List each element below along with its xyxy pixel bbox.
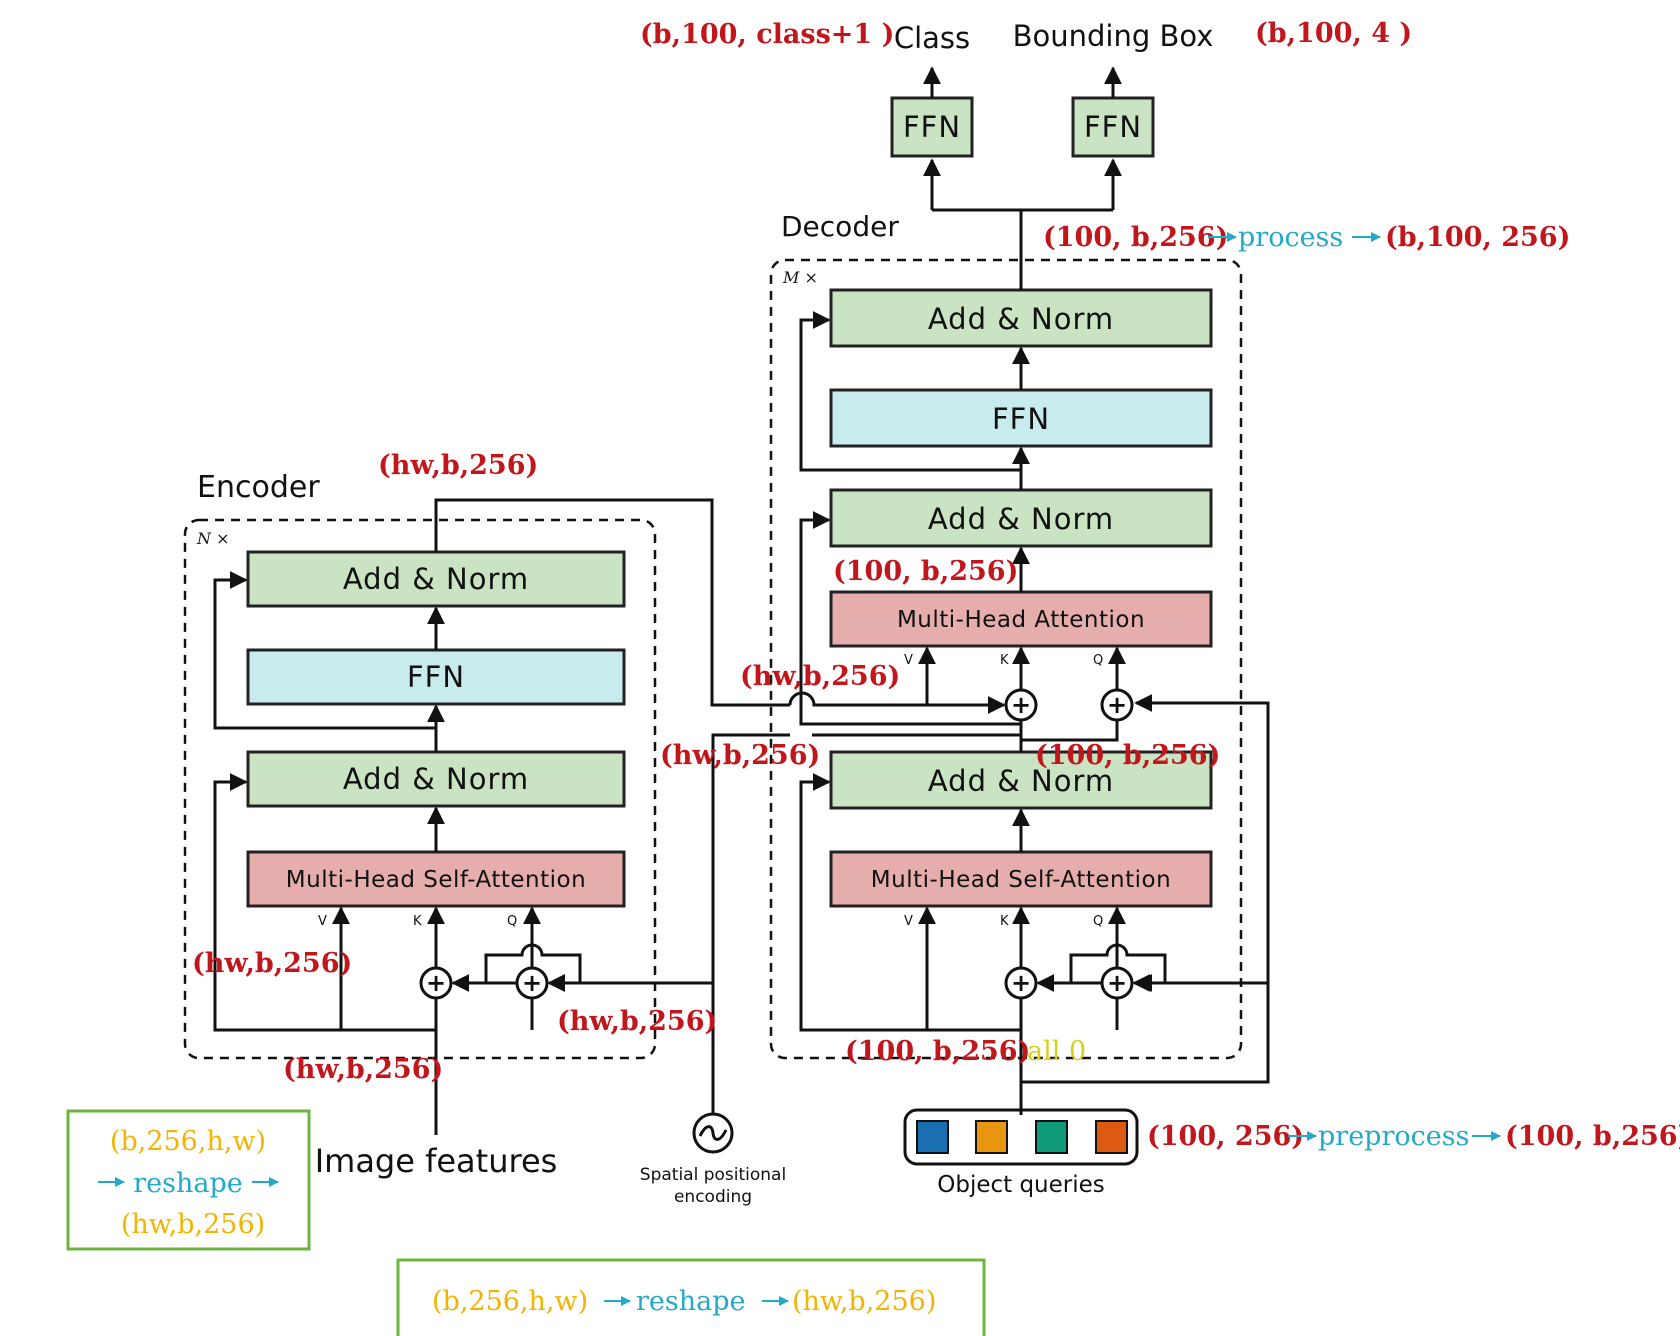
bbox-output-label: Bounding Box <box>1013 19 1214 53</box>
query-dim: (100, 256) <box>1147 1121 1304 1152</box>
decoder-add-norm-top-label: Add & Norm <box>928 302 1114 336</box>
class-output-label: Class <box>894 21 970 55</box>
encoder-v-label: V <box>318 914 327 929</box>
decoder-out-dim: (100, b,256) <box>1043 222 1228 253</box>
query-swatch-4 <box>1095 1120 1128 1154</box>
output-heads: FFN FFN Class Bounding Box (b,100, class… <box>640 18 1412 212</box>
reshape-box-wide: (b,256,h,w) reshape (hw,b,256) <box>396 1258 986 1336</box>
spatial-encoding-label-1: Spatial positional <box>640 1165 786 1185</box>
reshape-small-to: (hw,b,256) <box>121 1209 265 1240</box>
query-pos-feed <box>1021 694 1270 1084</box>
inputs: Image features Spatial positional encodi… <box>315 733 1139 1207</box>
svg-text:+: + <box>426 969 446 997</box>
query-swatch-2 <box>975 1120 1008 1154</box>
decoder-add-norm-bottom <box>829 750 1213 810</box>
object-queries-box <box>903 1108 1139 1166</box>
encoder-residual-2 <box>213 571 436 730</box>
decoder-mha <box>829 590 1213 648</box>
encoder-out-dim: (hw,b,256) <box>378 450 538 481</box>
decoder-title: Decoder <box>781 210 899 243</box>
svg-text:+: + <box>1107 691 1127 719</box>
decoder-k1-label: K <box>1000 653 1009 668</box>
decoder-mha-label: Multi-Head Attention <box>897 607 1145 633</box>
annotations: (100, b,256) process (b,100, 256) (hw,b,… <box>192 222 1680 1152</box>
reshape-wide-from: (b,256,h,w) <box>432 1286 588 1317</box>
dec-in-dim: (100, b,256) <box>845 1036 1030 1067</box>
reshape-small-op: reshape <box>133 1168 243 1199</box>
reshape-wide-to: (hw,b,256) <box>792 1286 936 1317</box>
query-swatch-3 <box>1035 1120 1068 1154</box>
decoder-residual-1 <box>799 773 1021 1032</box>
spatial-encoding-label-2: encoding <box>674 1187 752 1207</box>
decoder-out-process: process <box>1238 222 1343 253</box>
dec-addnorm-dim: (100, b,256) <box>1035 740 1220 771</box>
encoder-title: Encoder <box>197 470 320 505</box>
decoder-mhsa <box>829 850 1213 908</box>
svg-text:+: + <box>522 969 542 997</box>
decoder-mhsa-label: Multi-Head Self-Attention <box>871 867 1171 893</box>
encoder-plus-k <box>419 966 453 1000</box>
encoder-add-norm-bottom-label: Add & Norm <box>343 762 529 796</box>
encoder-add-norm-bottom <box>246 750 626 808</box>
query-process: preprocess <box>1318 1121 1469 1152</box>
ffn-class-head <box>890 96 974 158</box>
svg-text:+: + <box>1011 969 1031 997</box>
decoder-ffn <box>829 388 1213 448</box>
svg-text:+: + <box>1011 691 1031 719</box>
encoder-mhsa <box>246 850 626 908</box>
mem-dim: (hw,b,256) <box>740 661 900 692</box>
encoder-q-label: Q <box>507 914 517 929</box>
class-dim-label: (b,100, class+1 ) <box>640 19 894 50</box>
decoder-v1-label: V <box>904 653 913 668</box>
query-result: (100, b,256) <box>1505 1121 1680 1152</box>
encoder-output-line <box>434 498 790 707</box>
enc-pos-dim: (hw,b,256) <box>557 1006 717 1037</box>
enc-in-dim: (hw,b,256) <box>283 1054 443 1085</box>
decoder-q2-label: Q <box>1093 914 1103 929</box>
encoder-repeat-label: N × <box>196 529 230 548</box>
decoder-dashed-frame <box>769 258 1243 1060</box>
encoder-dashed-frame <box>183 518 657 1060</box>
image-features-label: Image features <box>315 1142 558 1180</box>
pos-dim2: (hw,b,256) <box>660 740 820 771</box>
dec-in-note: all 0 <box>1027 1036 1086 1067</box>
enc-v-dim: (hw,b,256) <box>192 948 352 979</box>
decoder-ffn-label: FFN <box>992 402 1050 436</box>
reshape-box-small: (b,256,h,w) reshape (hw,b,256) <box>66 1109 311 1251</box>
mha-out-dim: (100, b,256) <box>833 556 1018 587</box>
decoder-plus-k2 <box>1004 966 1038 1000</box>
decoder-add-norm-mid <box>829 488 1213 548</box>
ffn-class-label: FFN <box>903 110 961 144</box>
spatial-encoding-line <box>547 974 715 1114</box>
decoder-v2-label: V <box>904 914 913 929</box>
encoder-add-norm-top <box>246 550 626 608</box>
decoder-out-result: (b,100, 256) <box>1385 222 1570 253</box>
decoder: Decoder M × Add & Norm FFN Add & Norm Mu… <box>769 210 1270 1115</box>
decoder-q1-label: Q <box>1093 653 1103 668</box>
decoder-repeat-label: M × <box>782 268 818 287</box>
decoder-add-norm-bottom-label: Add & Norm <box>928 764 1114 798</box>
reshape-small-from: (b,256,h,w) <box>110 1126 266 1157</box>
reshape-wide-op: reshape <box>636 1286 746 1317</box>
bbox-dim-label: (b,100, 4 ) <box>1255 18 1412 49</box>
ffn-bbox-label: FFN <box>1084 110 1142 144</box>
encoder: Encoder N × Add & Norm FFN Add & Norm Mu… <box>183 470 790 1135</box>
decoder-k2-label: K <box>1000 914 1009 929</box>
encoder-add-norm-top-label: Add & Norm <box>343 562 529 596</box>
encoder-ffn-label: FFN <box>407 660 465 694</box>
encoder-mhsa-label: Multi-Head Self-Attention <box>286 867 586 893</box>
encoder-k-label: K <box>413 914 422 929</box>
encoder-residual-1 <box>213 773 436 1032</box>
object-queries-label: Object queries <box>937 1172 1105 1198</box>
query-swatch-1 <box>916 1120 949 1154</box>
svg-text:+: + <box>1107 969 1127 997</box>
decoder-add-norm-mid-label: Add & Norm <box>928 502 1114 536</box>
